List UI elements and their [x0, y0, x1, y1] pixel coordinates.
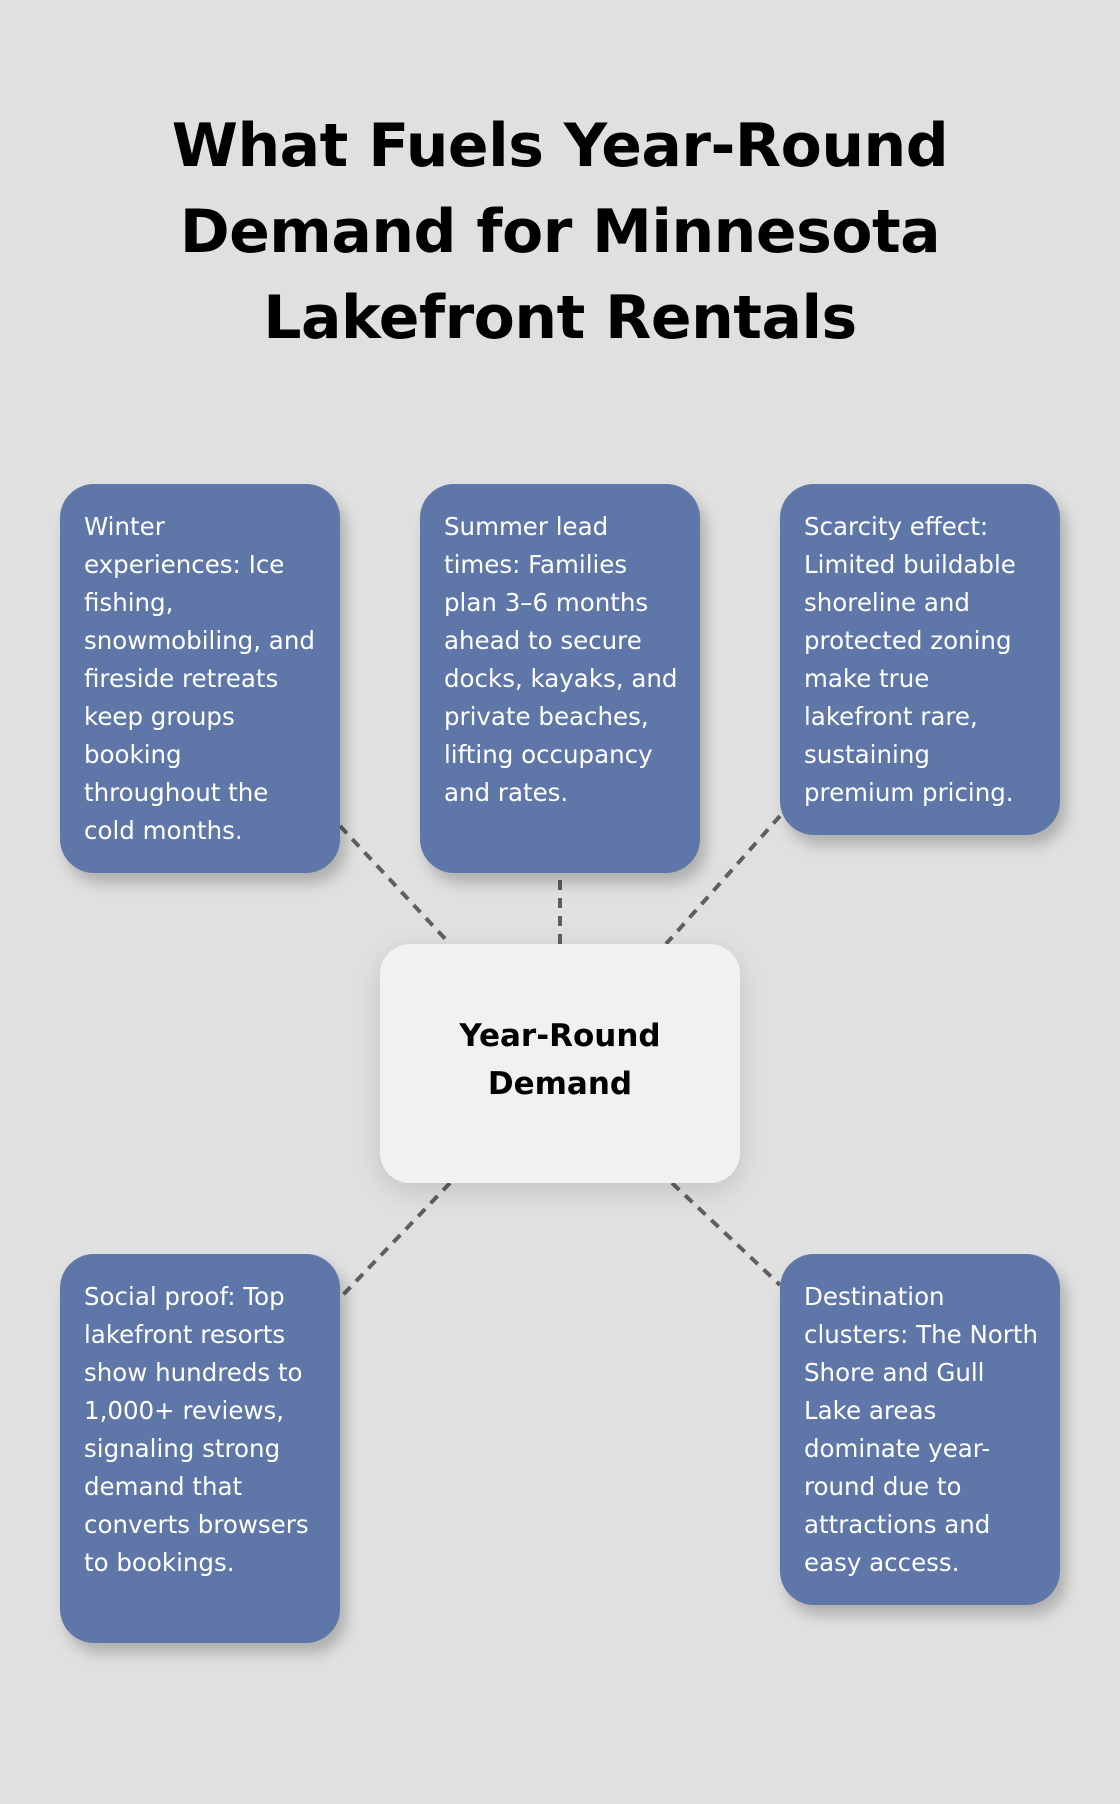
title-line-3: Lakefront Rentals [263, 283, 857, 353]
node-text: Summer lead times: Families plan 3–6 mon… [444, 512, 678, 807]
connector-winter [338, 824, 452, 946]
node-summer-lead-times: Summer lead times: Families plan 3–6 mon… [420, 484, 700, 873]
node-destination-clusters: Destination clusters: The North Shore an… [780, 1254, 1060, 1605]
node-text: Social proof: Top lakefront resorts show… [84, 1282, 309, 1577]
title-line-1: What Fuels Year-Round [171, 111, 949, 181]
node-text: Winter experiences: Ice fishing, snowmob… [84, 512, 315, 845]
node-text: Destination clusters: The North Shore an… [804, 1282, 1039, 1577]
title-line-2: Demand for Minnesota [179, 197, 941, 267]
node-social-proof: Social proof: Top lakefront resorts show… [60, 1254, 340, 1643]
node-winter-experiences: Winter experiences: Ice fishing, snowmob… [60, 484, 340, 873]
node-scarcity-effect: Scarcity effect: Limited buildable shore… [780, 484, 1060, 835]
page-title: What Fuels Year-Round Demand for Minneso… [0, 103, 1120, 361]
center-line-2: Demand [487, 1065, 633, 1102]
center-line-1: Year-Round [459, 1017, 661, 1054]
center-node-year-round-demand: Year-Round Demand [380, 944, 740, 1183]
node-text: Scarcity effect: Limited buildable shore… [804, 512, 1016, 807]
connector-destination [670, 1181, 782, 1287]
connector-social [338, 1181, 452, 1300]
